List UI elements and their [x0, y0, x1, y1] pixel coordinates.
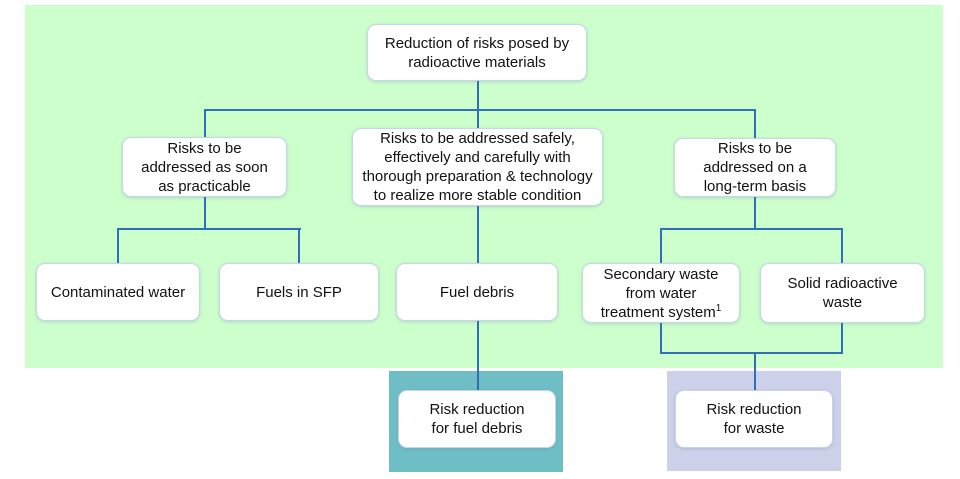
node-secondary-waste: Secondary waste from water treatment sys…	[582, 263, 740, 323]
connector-right-sub-horizontal	[660, 228, 843, 230]
connector-middle-branch-drop	[477, 109, 479, 129]
node-fuel-debris: Fuel debris	[396, 263, 558, 321]
connector-root-drop	[477, 81, 479, 110]
node-secondary-waste-label: Secondary waste from water treatment sys…	[600, 265, 722, 321]
node-branch-careful: Risks to be addressed safely, effectivel…	[352, 128, 603, 206]
connector-solid-waste-down	[841, 323, 843, 354]
node-solid-waste: Solid radioactive waste	[760, 263, 925, 323]
connector-right-branch-drop	[754, 109, 756, 139]
connector-right-sub-drop	[754, 197, 756, 229]
connector-waste-join-horizontal	[660, 352, 843, 354]
node-branch-asap-label: Risks to be addressed as soon as practic…	[141, 139, 268, 195]
node-solid-waste-label: Solid radioactive waste	[787, 275, 898, 311]
node-root: Reduction of risks posed by radioactive …	[367, 24, 587, 81]
node-outcome-waste-label: Risk reduction for waste	[706, 401, 802, 437]
connector-left-sub-drop	[204, 197, 206, 229]
connector-fuels-sfp-drop	[298, 228, 300, 263]
node-fuels-in-sfp: Fuels in SFP	[219, 263, 379, 321]
connector-left-branch-drop	[204, 109, 206, 138]
node-branch-longterm: Risks to be addressed on a long-term bas…	[674, 138, 836, 197]
footnote-marker: 1	[715, 302, 722, 314]
connector-fuel-debris-drop	[477, 205, 479, 263]
node-fuels-in-sfp-label: Fuels in SFP	[256, 283, 342, 301]
node-outcome-waste: Risk reduction for waste	[675, 390, 833, 448]
connector-contaminated-water-drop	[117, 228, 119, 263]
node-outcome-fuel-debris: Risk reduction for fuel debris	[398, 390, 556, 448]
node-contaminated-water: Contaminated water	[36, 263, 200, 321]
node-branch-longterm-label: Risks to be addressed on a long-term bas…	[703, 140, 807, 195]
connector-secondary-waste-drop	[660, 228, 662, 263]
connector-secondary-waste-down	[660, 323, 662, 354]
node-branch-asap: Risks to be addressed as soon as practic…	[122, 137, 287, 197]
node-fuel-debris-label: Fuel debris	[439, 283, 515, 301]
node-branch-careful-label: Risks to be addressed safely, effectivel…	[362, 130, 593, 204]
connector-waste-outcome-drop	[754, 352, 756, 390]
node-contaminated-water-label: Contaminated water	[50, 283, 186, 301]
connector-branches-horizontal	[204, 109, 756, 111]
node-root-label: Reduction of risks posed by radioactive …	[384, 34, 570, 71]
node-outcome-fuel-debris-label: Risk reduction for fuel debris	[429, 401, 525, 437]
connector-solid-waste-drop	[841, 228, 843, 263]
connector-left-sub-horizontal	[117, 228, 301, 230]
connector-fuel-debris-outcome-drop	[477, 321, 479, 390]
